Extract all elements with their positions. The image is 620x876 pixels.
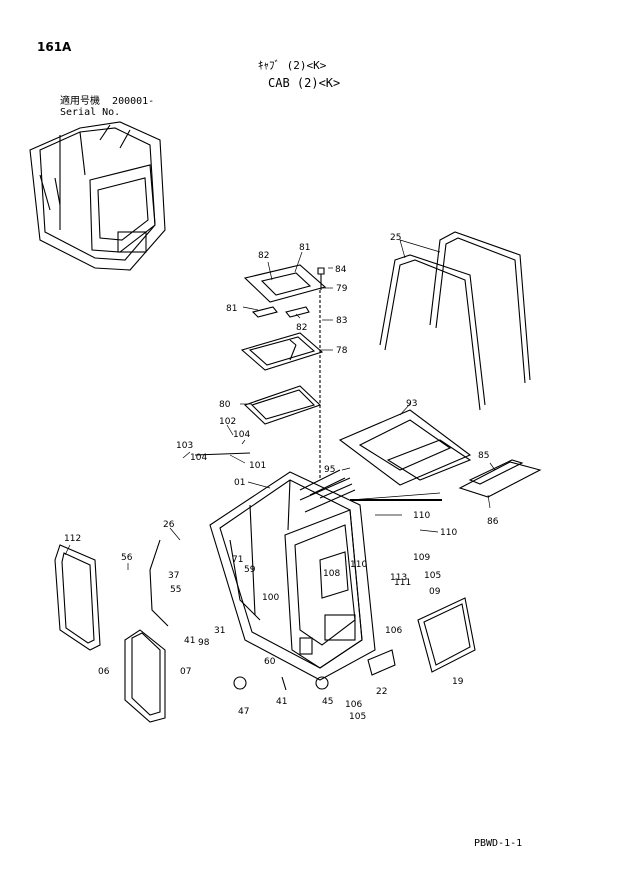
- callout-82: 82: [258, 251, 269, 261]
- serial-label-en: Serial No.: [60, 107, 121, 118]
- callout-55: 55: [170, 585, 181, 595]
- callout-105: 105: [424, 571, 441, 581]
- callout-60: 60: [264, 657, 276, 667]
- callout-31: 31: [214, 626, 225, 636]
- callout-09: 09: [429, 587, 441, 597]
- callout-109: 109: [413, 553, 430, 563]
- callout-102: 102: [219, 417, 236, 427]
- callout-59: 59: [244, 565, 256, 575]
- callout-81: 81: [299, 243, 310, 253]
- door-glass-drawing: [124, 629, 166, 723]
- callout-113: 113: [390, 573, 407, 583]
- callout-110: 110: [440, 528, 457, 538]
- callout-111: 111: [394, 578, 411, 588]
- callout-37: 37: [168, 571, 179, 581]
- seal-frame-drawing: [243, 385, 322, 425]
- callout-103: 103: [176, 441, 193, 451]
- callout-79: 79: [336, 284, 348, 294]
- leader-lines: [64, 239, 496, 570]
- callout-81: 81: [226, 304, 237, 314]
- callout-22: 22: [376, 687, 387, 697]
- callout-85: 85: [478, 451, 489, 461]
- rear-window-drawing: [417, 597, 476, 673]
- serial-value: 200001-: [112, 96, 155, 107]
- title-english: CAB (2)<K>: [268, 76, 341, 90]
- callout-56: 56: [121, 553, 133, 563]
- callout-47: 47: [238, 707, 249, 717]
- callout-41: 41: [184, 636, 195, 646]
- callout-82: 82: [296, 323, 307, 333]
- callout-106: 106: [385, 626, 402, 636]
- roof-cover-drawing: [338, 409, 472, 486]
- callout-105: 105: [349, 712, 366, 722]
- serial-label-ja: 適用号機: [60, 96, 100, 107]
- callout-108: 108: [323, 569, 340, 579]
- callout-93: 93: [406, 399, 417, 409]
- callout-07: 07: [180, 667, 191, 677]
- callout-98: 98: [198, 638, 210, 648]
- callout-80: 80: [219, 400, 231, 410]
- serial-block: 適用号機 200001- Serial No.: [60, 96, 154, 118]
- callout-01: 01: [234, 478, 245, 488]
- side-window-seal-drawing: [54, 544, 101, 651]
- callout-110: 110: [413, 511, 430, 521]
- roof-glass-drawing: [240, 332, 324, 371]
- callout-112: 112: [64, 534, 81, 544]
- callout-45: 45: [322, 697, 333, 707]
- roof-pads-drawing: [243, 264, 327, 318]
- page-number: 161A: [37, 40, 72, 54]
- callout-101: 101: [249, 461, 266, 471]
- callout-25: 25: [390, 233, 401, 243]
- callout-104: 104: [190, 453, 207, 463]
- callout-86: 86: [487, 517, 499, 527]
- callout-71: 71: [232, 555, 243, 565]
- callout-78: 78: [336, 346, 348, 356]
- callout-104: 104: [233, 430, 250, 440]
- callout-labels: 82 81 84 79 81 82 83 78 80 102 104 103 104 101 95 93 25 8…: [64, 233, 499, 722]
- callout-110: 110: [350, 560, 367, 570]
- callout-06: 06: [98, 667, 110, 677]
- rail-tubes-drawing: [379, 231, 531, 411]
- cab-overview-drawing: [29, 121, 166, 271]
- callout-106: 106: [345, 700, 362, 710]
- callout-41: 41: [276, 697, 287, 707]
- callout-100: 100: [262, 593, 279, 603]
- callout-26: 26: [163, 520, 175, 530]
- callout-19: 19: [452, 677, 464, 687]
- callout-83: 83: [336, 316, 347, 326]
- weather-strips-drawing: [458, 459, 542, 498]
- callout-95: 95: [324, 465, 335, 475]
- cab-body-drawing: [209, 469, 376, 681]
- footer-code: PBWD-1-1: [474, 838, 523, 849]
- callout-84: 84: [335, 265, 347, 275]
- title-japanese: ｷｬﾌﾞ (2)<K>: [258, 59, 327, 72]
- mat-panel-drawing: [367, 649, 396, 676]
